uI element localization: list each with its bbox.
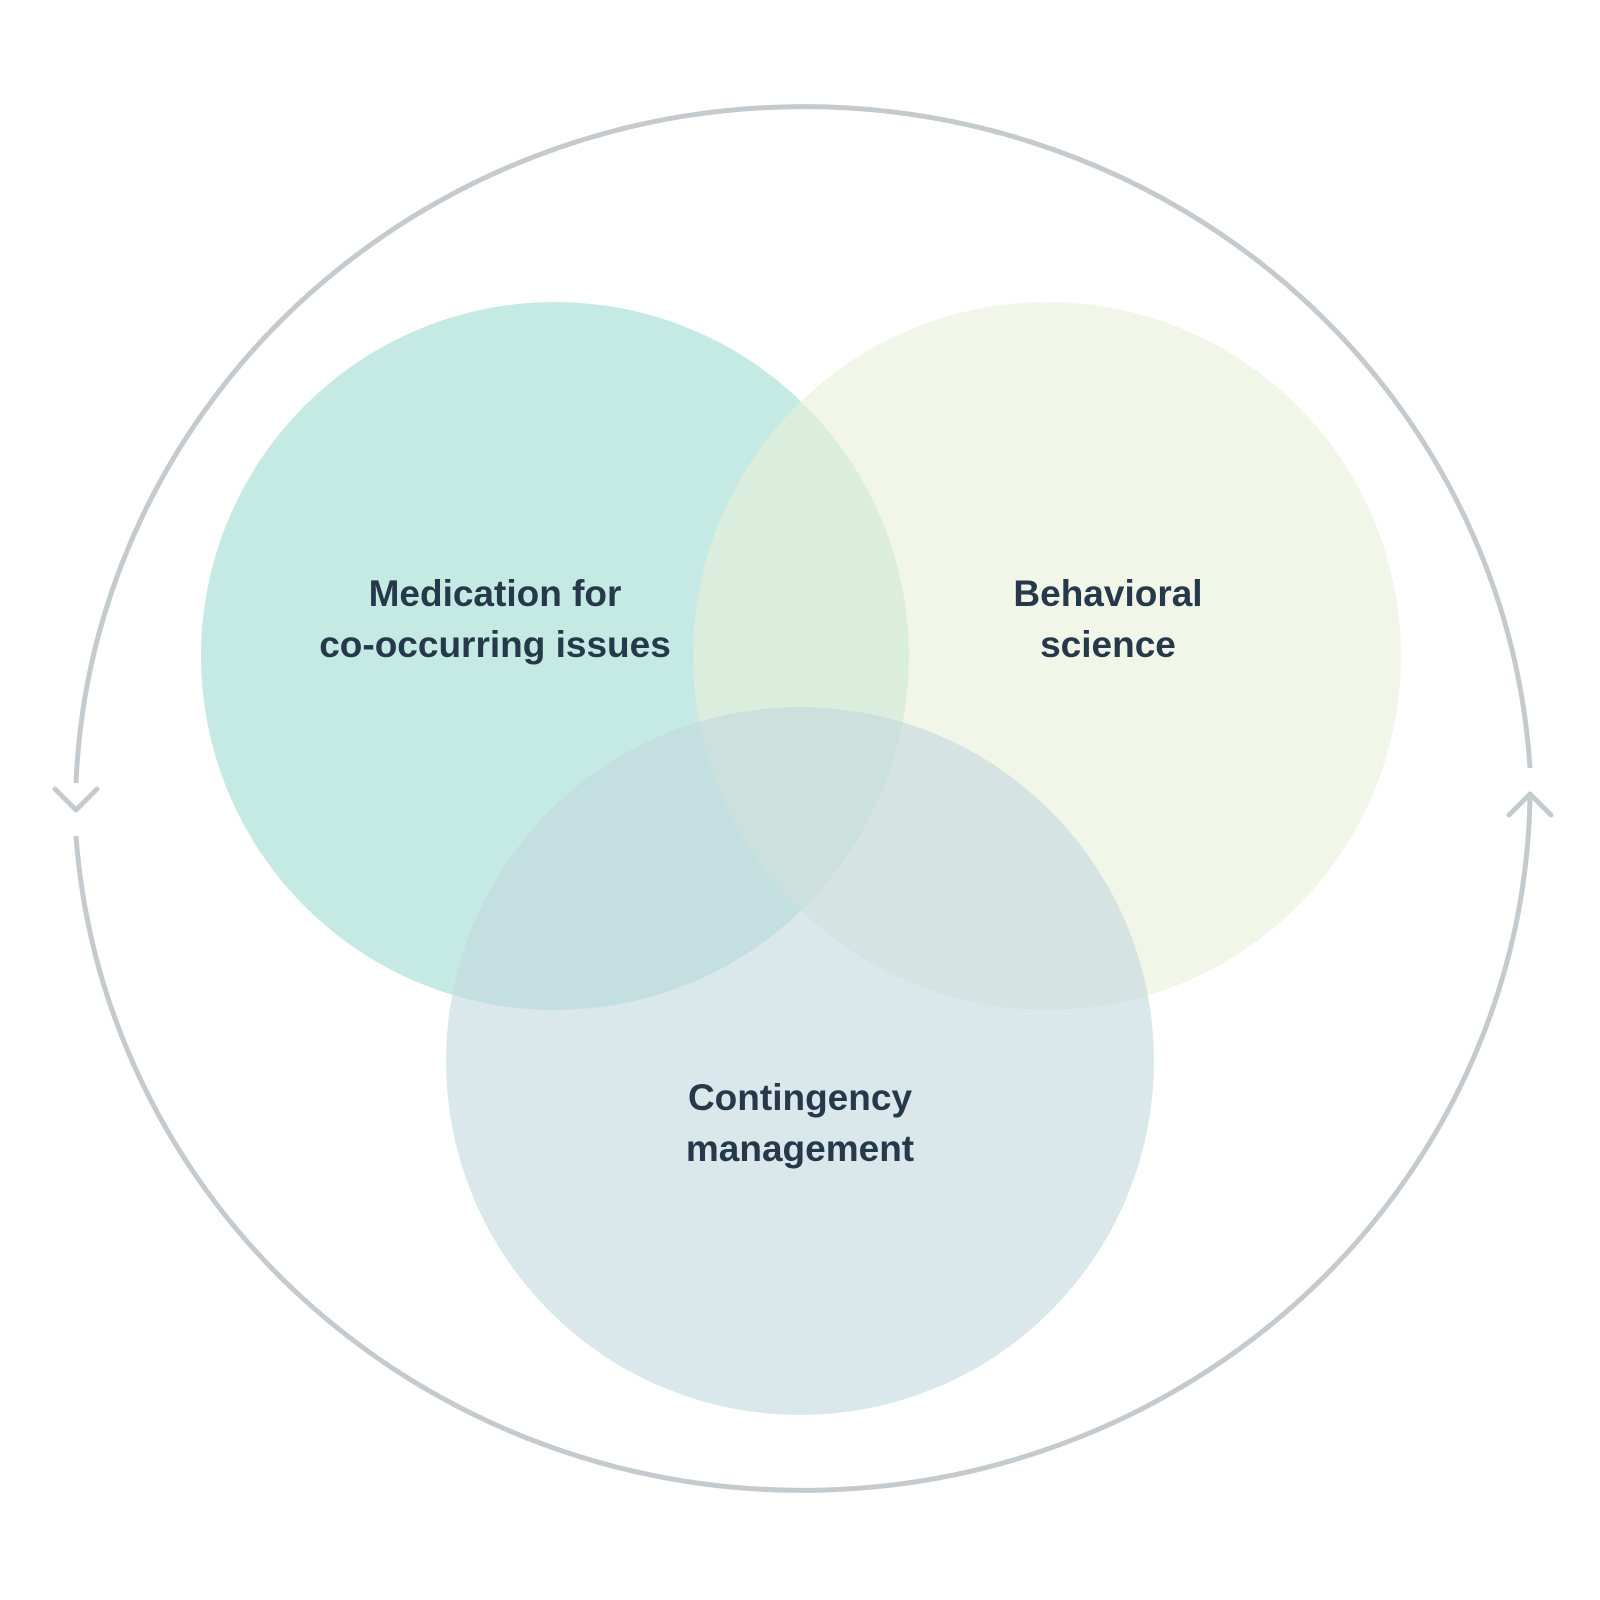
- behavioral-label: Behavioral science: [1013, 568, 1202, 670]
- contingency-label: Contingency management: [686, 1072, 914, 1174]
- medication-label: Medication for co-occurring issues: [319, 568, 671, 670]
- cycle-arc-bottom: [73, 797, 1533, 1493]
- medication-label-line-1: Medication for: [368, 573, 622, 614]
- medication-label-line-2: co-occurring issues: [319, 624, 671, 665]
- down-arrow-icon: [52, 786, 100, 813]
- behavioral-label-line-1: Behavioral: [1013, 573, 1203, 614]
- up-arrow-icon: [1506, 791, 1554, 818]
- behavioral-label-line-2: science: [1040, 624, 1176, 665]
- contingency-label-line-1: Contingency: [687, 1077, 913, 1118]
- cycle-arc-top: [73, 104, 1533, 784]
- contingency-label-line-2: management: [685, 1128, 915, 1169]
- contingency-circle: [446, 707, 1154, 1415]
